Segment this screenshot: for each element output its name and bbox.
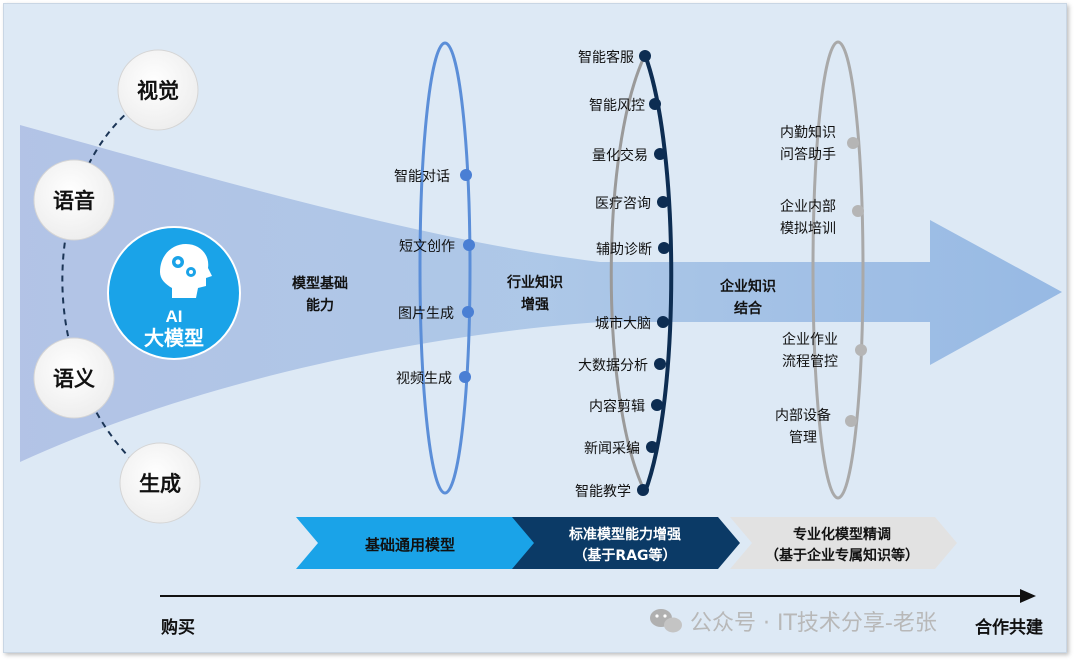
stage2-line1: 行业知识 bbox=[506, 274, 563, 291]
ring2-label: 大数据分析 bbox=[578, 358, 648, 374]
modality-label: 视觉 bbox=[137, 79, 179, 103]
modality-speech: 语音 bbox=[33, 159, 115, 241]
ring2-dot bbox=[658, 242, 670, 254]
ring2-label: 内容剪辑 bbox=[589, 398, 645, 415]
axis-right-label: 合作共建 bbox=[975, 617, 1043, 638]
chevron-label: 专业化模型精调 bbox=[793, 526, 891, 543]
ring3-label: 内勤知识 bbox=[780, 124, 836, 141]
brain-gear-icon bbox=[160, 244, 212, 298]
ring-enterprise bbox=[811, 40, 865, 500]
ring2-label: 智能客服 bbox=[578, 49, 634, 66]
chevron-label: 基础通用模型 bbox=[364, 536, 455, 554]
ring2-dot bbox=[654, 358, 666, 370]
chevron-label: 标准模型能力增强 bbox=[568, 526, 681, 543]
ring2-dot bbox=[649, 98, 661, 110]
ring3-dot bbox=[847, 137, 859, 149]
ring2-label: 城市大脑 bbox=[595, 315, 651, 332]
ring3-label: 流程管控 bbox=[782, 354, 838, 370]
ring1-dot bbox=[460, 169, 472, 181]
stage1-line2: 能力 bbox=[306, 297, 334, 314]
watermark-text: 公众号 · IT技术分享-老张 bbox=[690, 611, 937, 636]
chevron-general-model: 基础通用模型 bbox=[296, 517, 540, 569]
growth-arrow bbox=[20, 125, 1062, 462]
ring1-label: 图片生成 bbox=[398, 306, 454, 322]
ring2-dot bbox=[646, 441, 658, 453]
big-model-label: 大模型 bbox=[144, 326, 204, 350]
ring-industry-back bbox=[609, 54, 647, 493]
modality-label: 语音 bbox=[53, 189, 95, 213]
ring3-label: 管理 bbox=[789, 430, 817, 446]
ring2-label: 智能风控 bbox=[589, 98, 645, 114]
ring3-label: 企业内部 bbox=[780, 198, 836, 215]
modality-semantics: 语义 bbox=[33, 337, 115, 419]
stage1-line1: 模型基础 bbox=[292, 275, 348, 292]
modality-label: 生成 bbox=[139, 472, 181, 496]
ring2-dot bbox=[639, 50, 651, 62]
ring2-dot bbox=[654, 148, 666, 160]
chevron-rag: 标准模型能力增强 （基于RAG等） bbox=[512, 517, 740, 569]
ai-core: AI 大模型 bbox=[107, 226, 241, 360]
modality-label: 语义 bbox=[53, 367, 95, 391]
ring2-label: 医疗咨询 bbox=[595, 196, 651, 212]
ring2-dot bbox=[637, 484, 649, 496]
ring1-label: 智能对话 bbox=[394, 169, 450, 185]
chevron-fine-tune: 专业化模型精调 （基于企业专属知识等） bbox=[730, 517, 957, 569]
chevron-label: （基于RAG等） bbox=[573, 547, 676, 564]
wechat-icon bbox=[650, 609, 682, 633]
ring3-label: 内部设备 bbox=[775, 407, 831, 424]
ring3-dot bbox=[852, 205, 864, 217]
ring3-label: 模拟培训 bbox=[780, 221, 836, 237]
ring2-label: 智能教学 bbox=[575, 484, 631, 500]
ring2-dot bbox=[657, 316, 669, 328]
axis-left-label: 购买 bbox=[161, 617, 195, 638]
ring1-dot bbox=[459, 371, 471, 383]
stage3-line1: 企业知识 bbox=[719, 278, 776, 295]
ring2-label: 辅助诊断 bbox=[596, 242, 652, 258]
procurement-axis bbox=[160, 589, 1036, 603]
ring1-dot bbox=[463, 239, 475, 251]
ring3-dot bbox=[855, 344, 867, 356]
chevron-label: （基于企业专属知识等） bbox=[765, 547, 919, 564]
ring3-dot bbox=[845, 415, 857, 427]
ai-label: AI bbox=[166, 307, 183, 326]
stage3-line2: 结合 bbox=[734, 300, 763, 317]
ring2-dot bbox=[657, 196, 669, 208]
ring2-label: 量化交易 bbox=[592, 147, 648, 164]
ring3-label: 问答助手 bbox=[780, 146, 836, 163]
ring1-dot bbox=[462, 306, 474, 318]
modality-vision: 视觉 bbox=[117, 49, 199, 131]
modality-generation: 生成 bbox=[119, 442, 201, 524]
ring3-label: 企业作业 bbox=[782, 331, 838, 348]
stage2-line2: 增强 bbox=[521, 296, 549, 313]
ring-general-capability bbox=[418, 41, 472, 495]
ring1-label: 短文创作 bbox=[399, 239, 455, 255]
watermark: 公众号 · IT技术分享-老张 bbox=[650, 609, 937, 636]
ring1-label: 视频生成 bbox=[396, 371, 452, 387]
ring2-dot bbox=[651, 399, 663, 411]
ring2-label: 新闻采编 bbox=[584, 441, 640, 457]
modality-dashed-arc bbox=[61, 89, 161, 486]
